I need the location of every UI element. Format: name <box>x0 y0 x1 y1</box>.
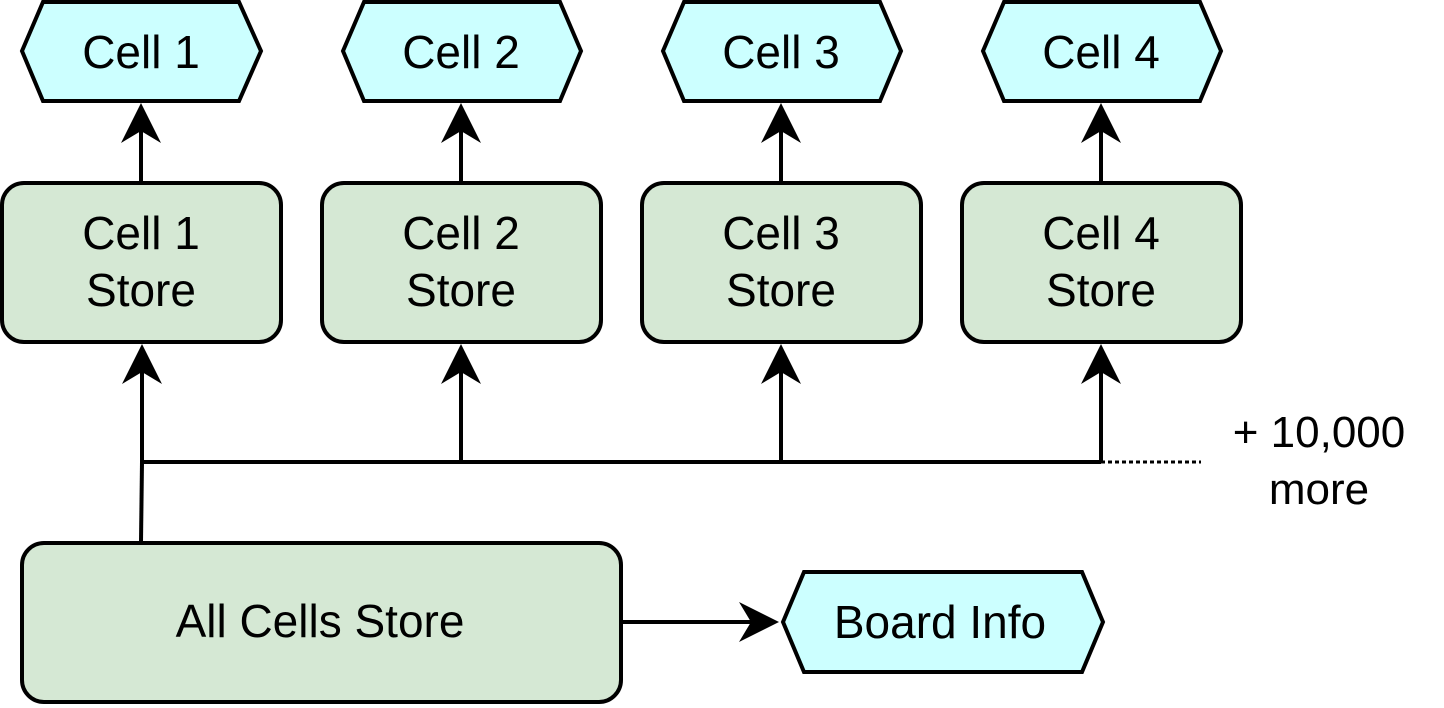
output-cell-2-label: Cell 2 <box>402 26 520 78</box>
cell-1-store-label-line2: Store <box>86 264 196 316</box>
cell-3-store: Cell 3 Store <box>640 181 923 344</box>
output-cell-2: Cell 2 <box>340 0 584 103</box>
hexagon-shape <box>660 0 904 103</box>
all-cells-store-label: All Cells Store <box>176 595 465 647</box>
output-cell-1-label: Cell 1 <box>82 26 200 78</box>
store-box <box>0 181 283 344</box>
output-cell-4: Cell 4 <box>980 0 1224 103</box>
output-cell-4-label: Cell 4 <box>1042 26 1160 78</box>
output-cell-1: Cell 1 <box>19 0 264 103</box>
board-info: Board Info <box>780 570 1106 674</box>
cell-1-store-label-line1: Cell 1 <box>82 207 200 259</box>
cell-2-store-label-line2: Store <box>406 264 516 316</box>
hexagon-shape <box>340 0 584 103</box>
cell-4-store: Cell 4 Store <box>960 181 1243 344</box>
hexagon-shape <box>980 0 1224 103</box>
board-info-label: Board Info <box>834 596 1046 648</box>
cell-2-store-label-line1: Cell 2 <box>402 207 520 259</box>
output-cell-3-label: Cell 3 <box>722 26 840 78</box>
cell-3-store-label-line2: Store <box>726 264 836 316</box>
cell-2-store: Cell 2 Store <box>320 181 603 344</box>
cell-3-store-label-line1: Cell 3 <box>722 207 840 259</box>
store-box <box>20 541 623 704</box>
cell-1-store: Cell 1 Store <box>0 181 283 344</box>
more-cells-note: + 10,000 more <box>1233 408 1406 514</box>
hexagon-shape <box>780 570 1106 674</box>
all-cells-store: All Cells Store <box>20 541 623 704</box>
cell-4-store-label-line1: Cell 4 <box>1042 207 1160 259</box>
output-cell-3: Cell 3 <box>660 0 904 103</box>
store-box <box>320 181 603 344</box>
more-cells-note-line1: + 10,000 <box>1233 408 1406 457</box>
more-cells-note-line2: more <box>1269 465 1369 514</box>
store-box <box>960 181 1243 344</box>
store-box <box>640 181 923 344</box>
cell-4-store-label-line2: Store <box>1046 264 1156 316</box>
bus-trunk-from-all-cells-store <box>139 461 144 543</box>
hexagon-shape <box>19 0 264 103</box>
